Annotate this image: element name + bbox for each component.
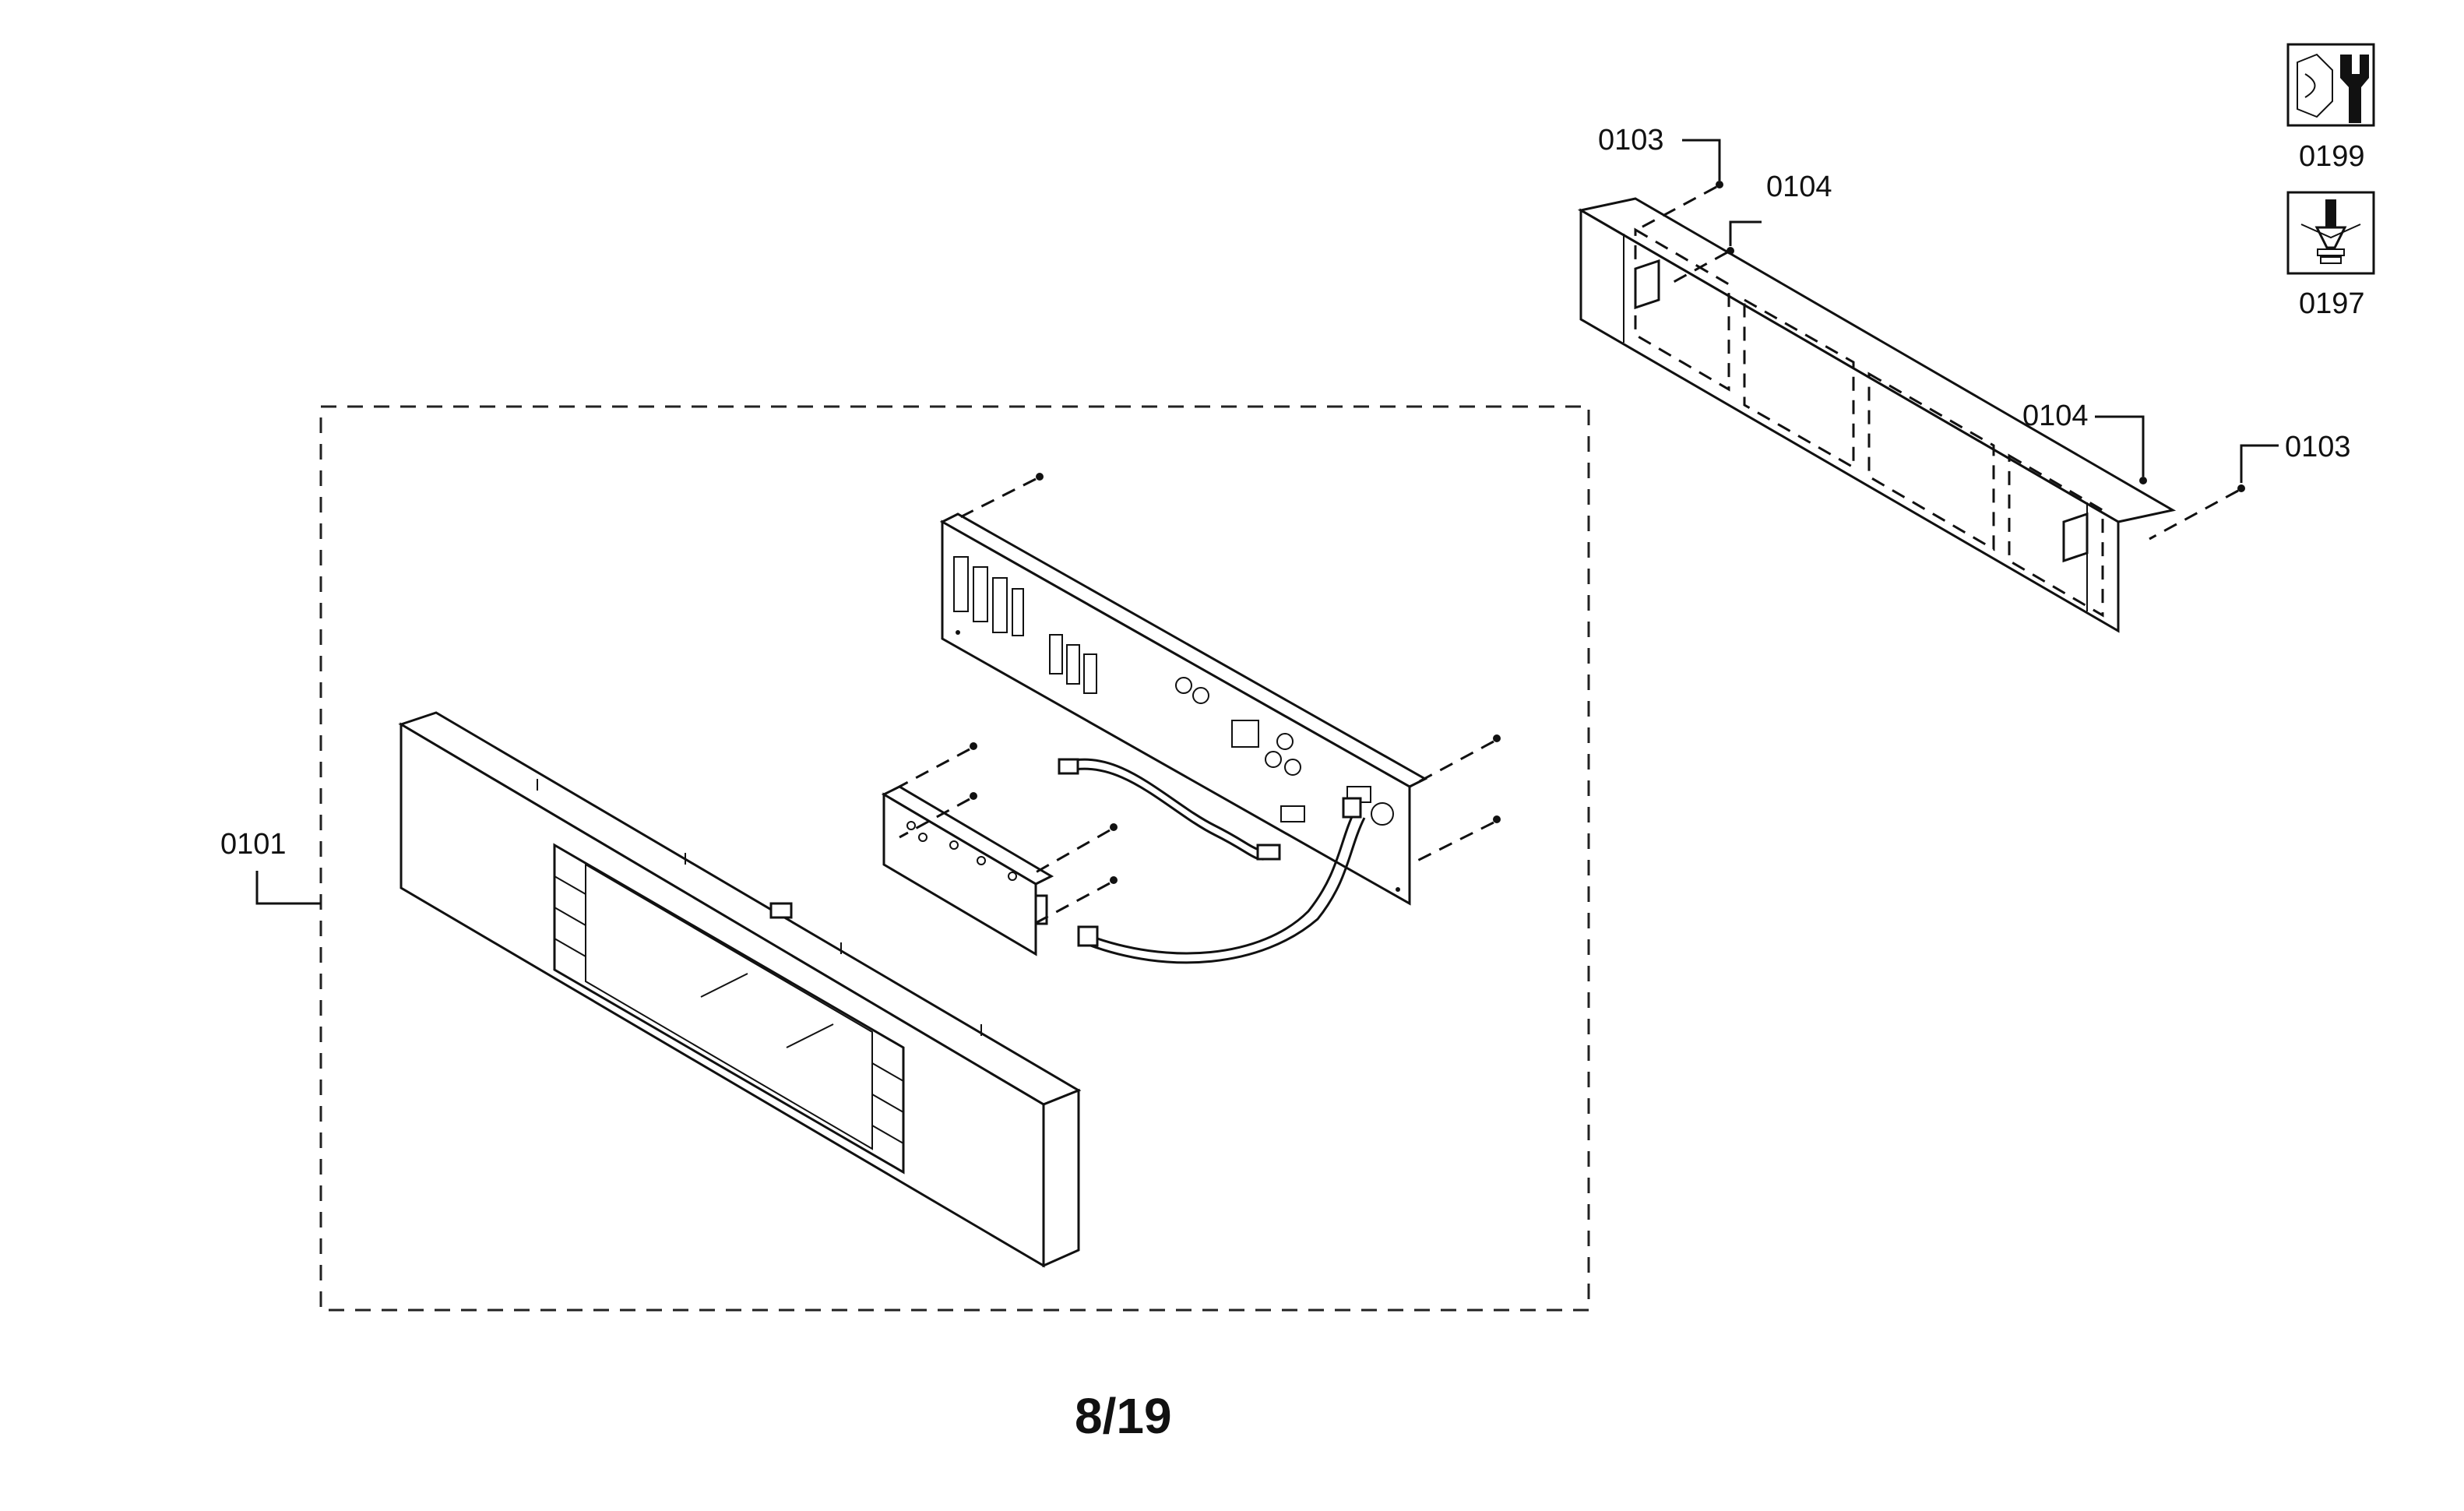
callout-0104-right: 0104	[2022, 400, 2089, 432]
wiring-harnesses	[1058, 758, 1366, 964]
callout-0101: 0101	[220, 828, 287, 861]
callout-0103-right: 0103	[2285, 431, 2351, 463]
page-number: 8/19	[1075, 1388, 1172, 1444]
mounting-bracket	[1577, 197, 2177, 633]
callout-leaders	[255, 139, 2279, 905]
tool-label-0199: 0199	[2299, 140, 2365, 173]
callout-0104-top: 0104	[1766, 171, 1832, 203]
wrench-nut-icon	[2286, 43, 2375, 127]
tool-label-0197: 0197	[2299, 287, 2365, 320]
screwdriver-icon	[2286, 191, 2375, 275]
board-screws	[899, 473, 1501, 925]
key-board	[881, 785, 1054, 956]
control-fascia-panel	[398, 711, 1082, 1268]
main-control-board	[939, 512, 1428, 906]
bracket-fasteners	[1635, 181, 2245, 541]
callout-0103-top: 0103	[1598, 124, 1664, 157]
